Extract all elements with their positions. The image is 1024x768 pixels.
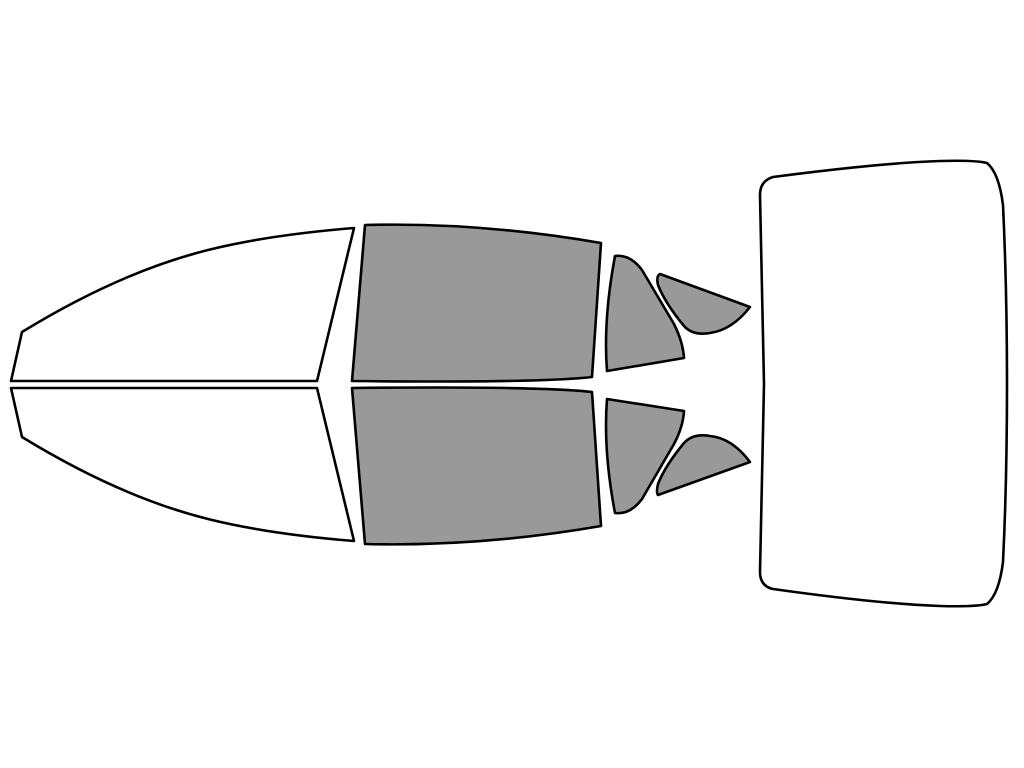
windshield-passenger-half xyxy=(9,386,356,543)
quarter-window-driver xyxy=(656,272,752,335)
rear-windshield xyxy=(758,159,1009,608)
front-door-window-passenger xyxy=(350,386,603,546)
quarter-window-passenger xyxy=(655,434,752,497)
front-door-window-driver xyxy=(350,223,603,383)
rear-door-window-driver xyxy=(604,254,686,373)
windshield-driver-half xyxy=(9,226,356,383)
rear-door-window-passenger xyxy=(604,397,686,515)
